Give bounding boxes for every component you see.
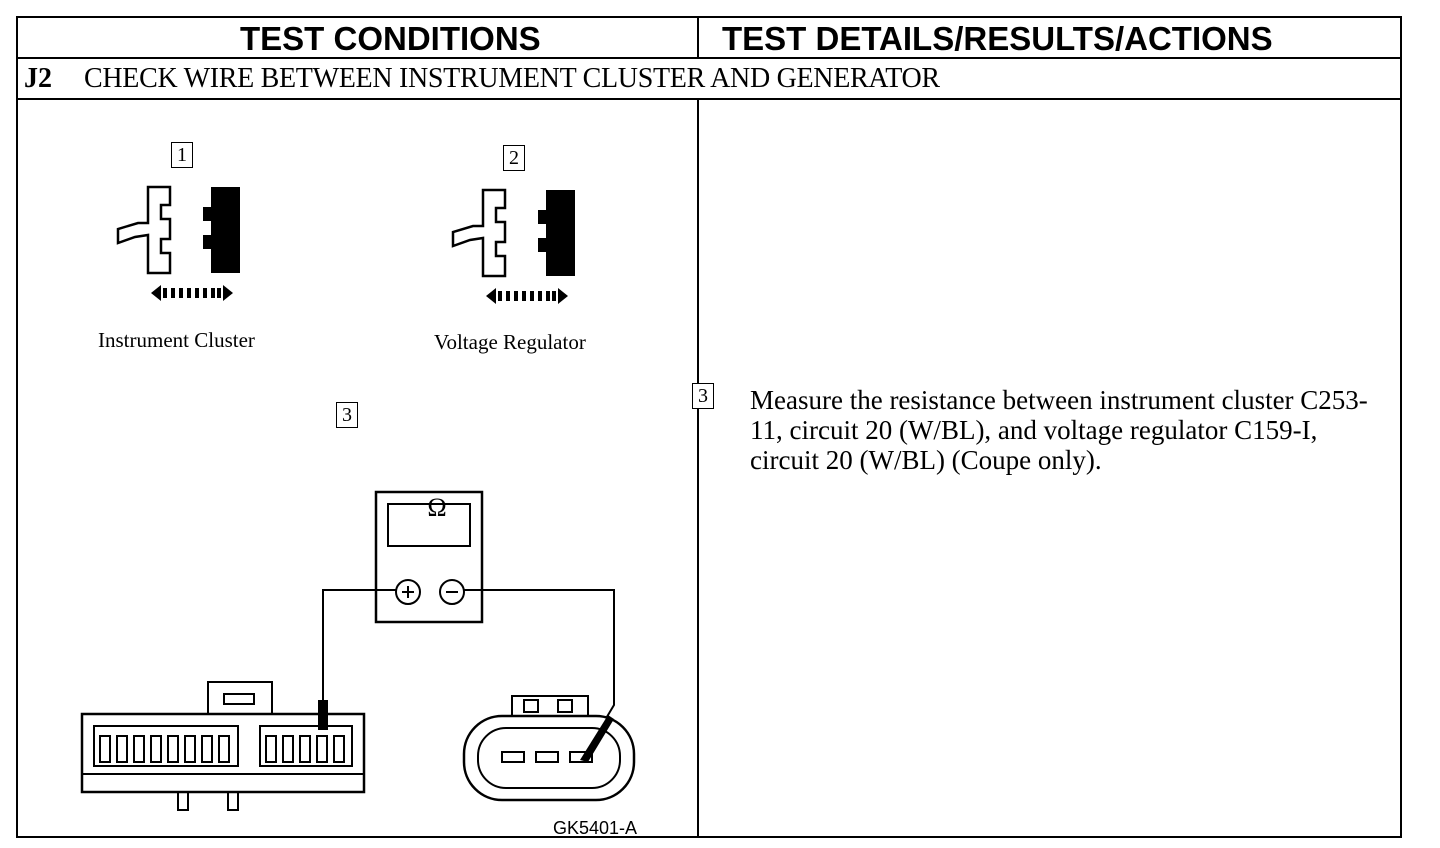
test-procedure-page: TEST CONDITIONS TEST DETAILS/RESULTS/ACT… <box>16 16 1402 838</box>
step-row: J2 CHECK WIRE BETWEEN INSTRUMENT CLUSTER… <box>18 59 1400 100</box>
caption-voltage-regulator: Voltage Regulator <box>434 330 586 354</box>
ohmmeter-test-diagram <box>80 490 636 811</box>
callout-1: 1 <box>171 142 193 168</box>
header-test-details-label: TEST DETAILS/RESULTS/ACTIONS <box>722 20 1273 57</box>
voltage-regulator-disconnect-icon <box>451 188 575 304</box>
instrument-cluster-disconnect-icon <box>116 185 240 301</box>
header-test-conditions-label: TEST CONDITIONS <box>240 20 541 57</box>
callout-3: 3 <box>336 402 358 428</box>
step-title: CHECK WIRE BETWEEN INSTRUMENT CLUSTER AN… <box>84 63 940 94</box>
figure-code: GK5401-A <box>553 818 638 838</box>
caption-instrument-cluster: Instrument Cluster <box>98 328 255 352</box>
callout-2: 2 <box>503 145 525 171</box>
table-header: TEST CONDITIONS TEST DETAILS/RESULTS/ACT… <box>18 18 1400 59</box>
details-step-number: 3 <box>692 383 714 409</box>
details-instruction: Measure the resistance between instrumen… <box>750 385 1368 475</box>
test-conditions-figure: 1 2 3 <box>18 100 697 838</box>
header-test-conditions: TEST CONDITIONS <box>18 18 699 57</box>
ohm-symbol: Ω <box>427 493 447 522</box>
instrument-cluster-connector-icon <box>80 681 366 811</box>
step-id: J2 <box>24 63 52 94</box>
column-divider <box>697 100 699 838</box>
voltage-regulator-connector-icon <box>462 695 636 802</box>
